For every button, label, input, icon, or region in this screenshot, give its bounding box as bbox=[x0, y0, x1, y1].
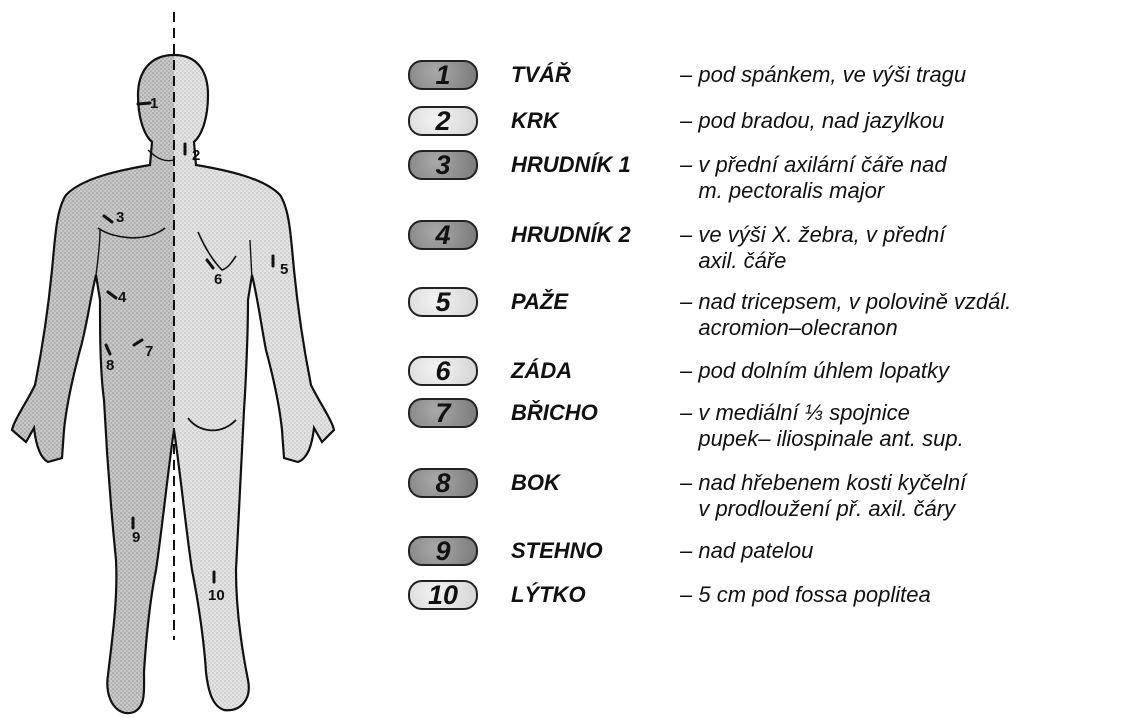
site-name-4: HRUDNÍK 2 bbox=[511, 222, 631, 248]
site-name-8: BOK bbox=[511, 470, 560, 496]
site-name-5: PAŽE bbox=[511, 289, 568, 315]
badge-4: 4 bbox=[408, 220, 478, 250]
site-desc-10: – 5 cm pod fossa poplitea bbox=[680, 582, 1136, 608]
site-name-10: LÝTKO bbox=[511, 582, 586, 608]
site-desc-1: – pod spánkem, ve výši tragu bbox=[680, 62, 1136, 88]
site-marker-1: 1 bbox=[150, 96, 158, 111]
badge-2: 2 bbox=[408, 106, 478, 136]
site-marker-6: 6 bbox=[214, 272, 222, 287]
site-desc-6: – pod dolním úhlem lopatky bbox=[680, 358, 1136, 384]
site-desc-8: – nad hřebenem kosti kyčelní v prodlouže… bbox=[680, 470, 1136, 522]
badge-3: 3 bbox=[408, 150, 478, 180]
badge-10: 10 bbox=[408, 580, 478, 610]
site-desc-2: – pod bradou, nad jazylkou bbox=[680, 108, 1136, 134]
site-marker-10: 10 bbox=[208, 588, 225, 603]
site-desc-3: – v přední axilární čáře nad m. pectoral… bbox=[680, 152, 1136, 204]
badge-9: 9 bbox=[408, 536, 478, 566]
site-name-7: BŘICHO bbox=[511, 400, 598, 426]
site-marker-4: 4 bbox=[118, 290, 126, 305]
body-figure: 1 2 3 4 5 6 7 8 9 10 bbox=[0, 0, 380, 718]
site-name-1: TVÁŘ bbox=[511, 62, 571, 88]
site-desc-4: – ve výši X. žebra, v přední axil. čáře bbox=[680, 222, 1136, 274]
site-marker-8: 8 bbox=[106, 358, 114, 373]
badge-8: 8 bbox=[408, 468, 478, 498]
site-name-9: STEHNO bbox=[511, 538, 603, 564]
site-desc-7: – v mediální ⅓ spojnice pupek– iliospina… bbox=[680, 400, 1136, 452]
site-desc-9: – nad patelou bbox=[680, 538, 1136, 564]
site-marker-3: 3 bbox=[116, 210, 124, 225]
site-marker-7: 7 bbox=[145, 344, 153, 359]
body-silhouette bbox=[0, 0, 380, 718]
site-desc-5: – nad tricepsem, v polovině vzdál. acrom… bbox=[680, 289, 1136, 341]
site-name-6: ZÁDA bbox=[511, 358, 572, 384]
badge-5: 5 bbox=[408, 287, 478, 317]
site-name-3: HRUDNÍK 1 bbox=[511, 152, 631, 178]
site-marker-9: 9 bbox=[132, 530, 140, 545]
badge-1: 1 bbox=[408, 60, 478, 90]
site-marker-2: 2 bbox=[192, 148, 200, 163]
site-marker-5: 5 bbox=[280, 262, 288, 277]
badge-6: 6 bbox=[408, 356, 478, 386]
badge-7: 7 bbox=[408, 398, 478, 428]
site-name-2: KRK bbox=[511, 108, 559, 134]
